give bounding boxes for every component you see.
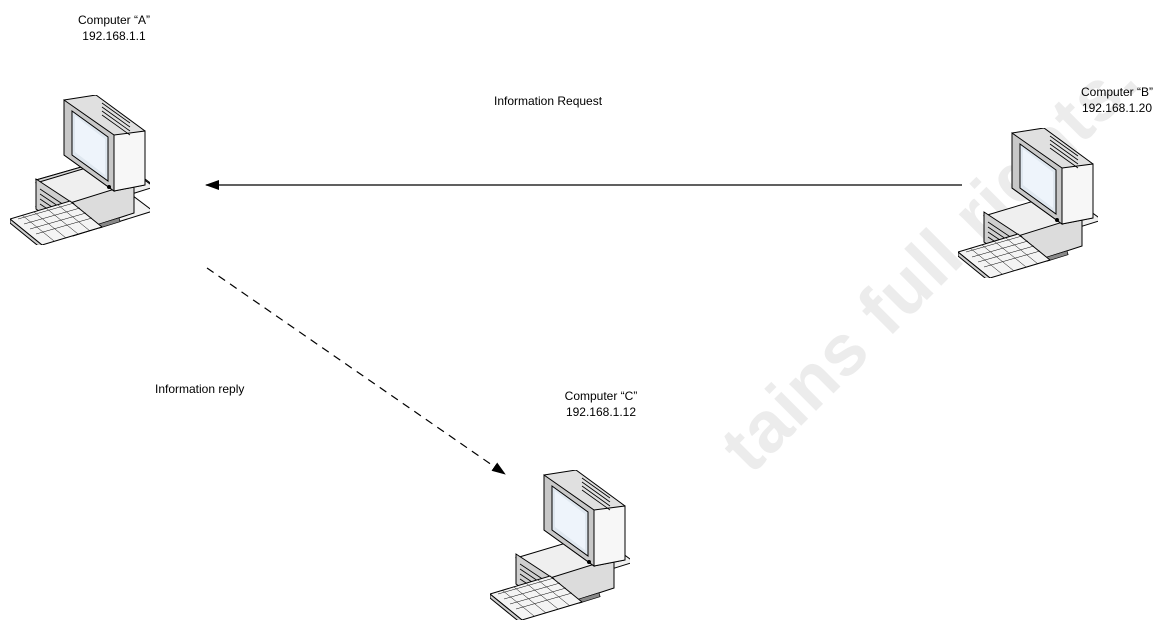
node-c-name: Computer “C” [564, 389, 638, 403]
node-b-label: Computer “B” 192.168.1.20 [1062, 84, 1172, 116]
node-c-ip: 192.168.1.12 [565, 405, 637, 419]
node-b-ip: 192.168.1.20 [1081, 101, 1153, 115]
desktop-computer-icon [488, 469, 636, 626]
node-a-ip: 192.168.1.1 [82, 29, 146, 43]
node-a-label: Computer “A” 192.168.1.1 [62, 12, 166, 44]
node-a-computer [8, 94, 156, 251]
reply-label: Information reply [155, 382, 245, 396]
desktop-computer-icon [8, 94, 156, 251]
node-b-computer [956, 127, 1104, 284]
node-c-computer [488, 469, 636, 626]
reply-arrow [206, 267, 506, 475]
node-b-name: Computer “B” [1080, 85, 1154, 99]
node-a-name: Computer “A” [77, 13, 151, 27]
desktop-computer-icon [956, 127, 1104, 284]
node-c-label: Computer “C” 192.168.1.12 [546, 388, 656, 420]
request-label: Information Request [494, 94, 603, 108]
